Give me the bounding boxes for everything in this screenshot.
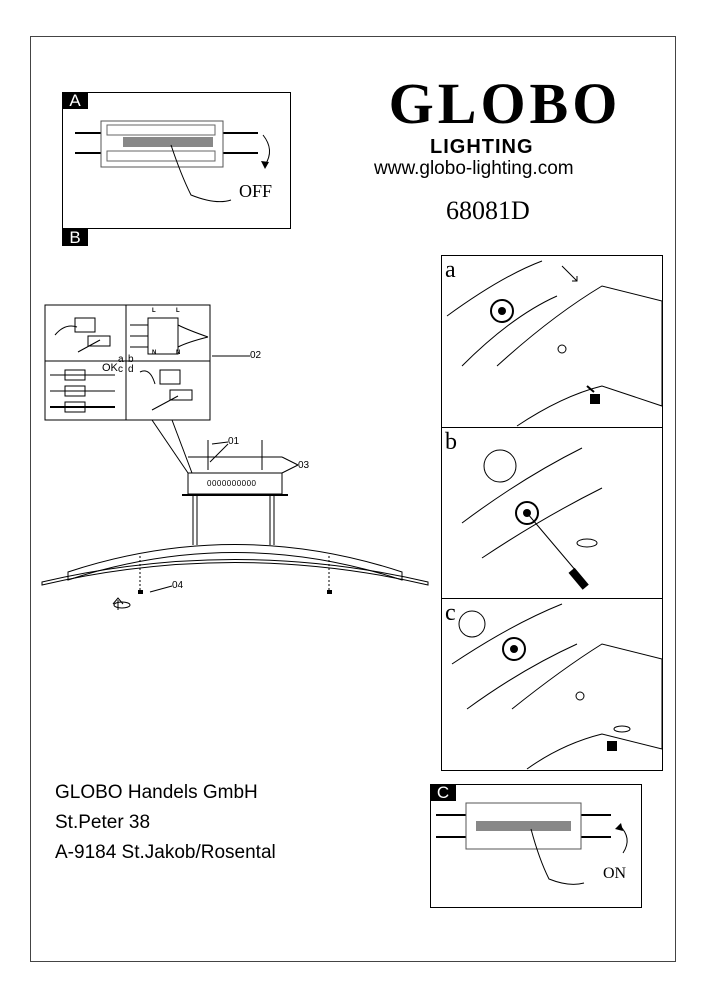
on-label: ON [603, 865, 627, 882]
panel-a-letter: a [445, 257, 456, 283]
off-label: OFF [239, 181, 273, 201]
address-line-company: GLOBO Handels GmbH [55, 782, 258, 803]
address-line-street: St.Peter 38 [55, 812, 151, 833]
inset-label-b: b [128, 354, 134, 365]
panel-c-switch-on: ON [430, 784, 642, 908]
inset-ok-label: OK [102, 362, 118, 374]
part-03-label: 03 [298, 460, 310, 471]
cover-attach-illustration [451, 603, 663, 770]
cover-removal-illustration [446, 260, 663, 427]
panel-b-letter: b [445, 429, 457, 455]
panel-c-step: c [441, 598, 663, 771]
terminal-n-label: N [152, 350, 157, 356]
terminal-l-label: L [152, 308, 156, 314]
tag-c: C [430, 784, 456, 801]
panel-a-switch-off: OFF [62, 92, 291, 229]
part-02-label: 02 [250, 350, 262, 361]
brand-subtitle: LIGHTING [430, 136, 534, 158]
address-line-city: A-9184 St.Jakob/Rosental [55, 842, 276, 863]
panel-b-step: b [441, 427, 663, 599]
screwdriver-illustration [461, 447, 603, 590]
panel-a-step: a [441, 255, 663, 428]
tag-a: A [62, 92, 88, 109]
terminal-strip-illustration [75, 120, 270, 203]
box-code-label: 0000000000 [207, 479, 257, 488]
panel-c-letter: c [445, 600, 456, 626]
inset-label-a: a [118, 354, 124, 365]
tag-b: B [62, 229, 88, 246]
terminal-strip-on-illustration [436, 802, 628, 885]
company-address: GLOBO Handels GmbH St.Peter 38 A-9184 St… [55, 778, 276, 868]
brand-url: www.globo-lighting.com [374, 158, 574, 179]
part-01-label: 01 [228, 436, 240, 447]
page-border [30, 36, 676, 962]
model-number: 68081D [446, 196, 530, 225]
inset-label-d: d [128, 364, 134, 375]
part-04-label: 04 [172, 580, 184, 591]
terminal-l-label-right: L [176, 308, 180, 314]
inset-label-c: c [118, 364, 123, 375]
brand-logo: GLOBO [388, 71, 622, 136]
terminal-n-label-right: N [176, 350, 181, 356]
